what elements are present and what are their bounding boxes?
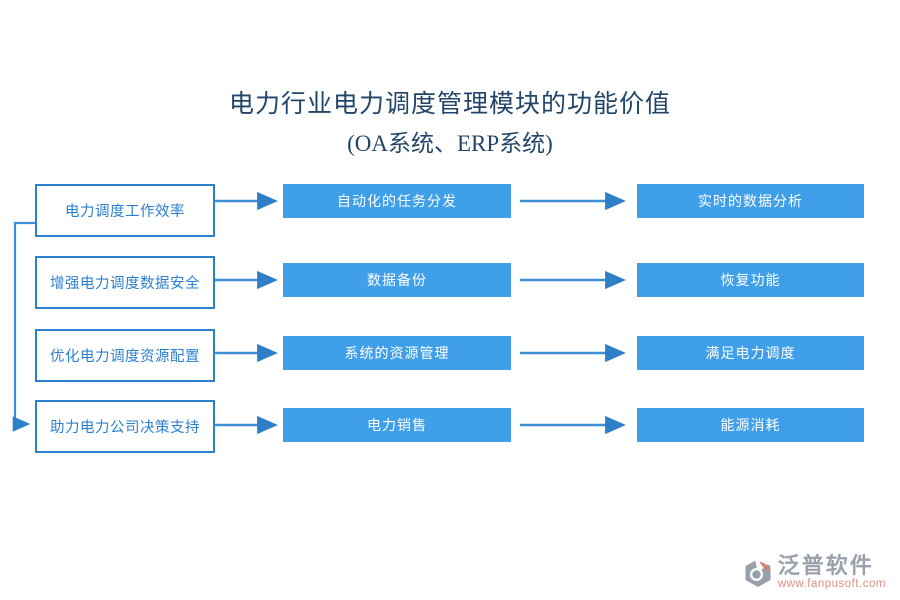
left-box-4: 助力电力公司决策支持 (35, 400, 215, 453)
fanpu-website-url: www.fanpusoft.com (777, 578, 886, 590)
fanpu-logo: 泛普软件 www.fanpusoft.com (742, 554, 886, 590)
left-box-1: 电力调度工作效率 (35, 184, 215, 237)
title-line-2: (OA系统、ERP系统) (347, 131, 553, 156)
right-box-1: 实时的数据分析 (637, 184, 864, 218)
right-box-3: 满足电力调度 (637, 336, 864, 370)
fanpu-logo-textblock: 泛普软件 www.fanpusoft.com (777, 553, 886, 591)
bracket-connector (12, 221, 35, 432)
left-box-2: 增强电力调度数据安全 (35, 256, 215, 309)
middle-box-4: 电力销售 (283, 408, 511, 442)
fanpu-logo-text: 泛普软件 (777, 553, 874, 578)
fanpu-logo-icon (745, 559, 771, 587)
left-box-3: 优化电力调度资源配置 (35, 329, 215, 382)
title-line-1: 电力行业电力调度管理模块的功能价值 (228, 91, 671, 118)
middle-box-3: 系统的资源管理 (283, 336, 511, 370)
right-box-2: 恢复功能 (637, 263, 864, 297)
right-box-4: 能源消耗 (637, 408, 864, 442)
middle-box-1: 自动化的任务分发 (283, 184, 511, 218)
page-title: 电力行业电力调度管理模块的功能价值 (OA系统、ERP系统) (0, 84, 900, 158)
middle-box-2: 数据备份 (283, 263, 511, 297)
